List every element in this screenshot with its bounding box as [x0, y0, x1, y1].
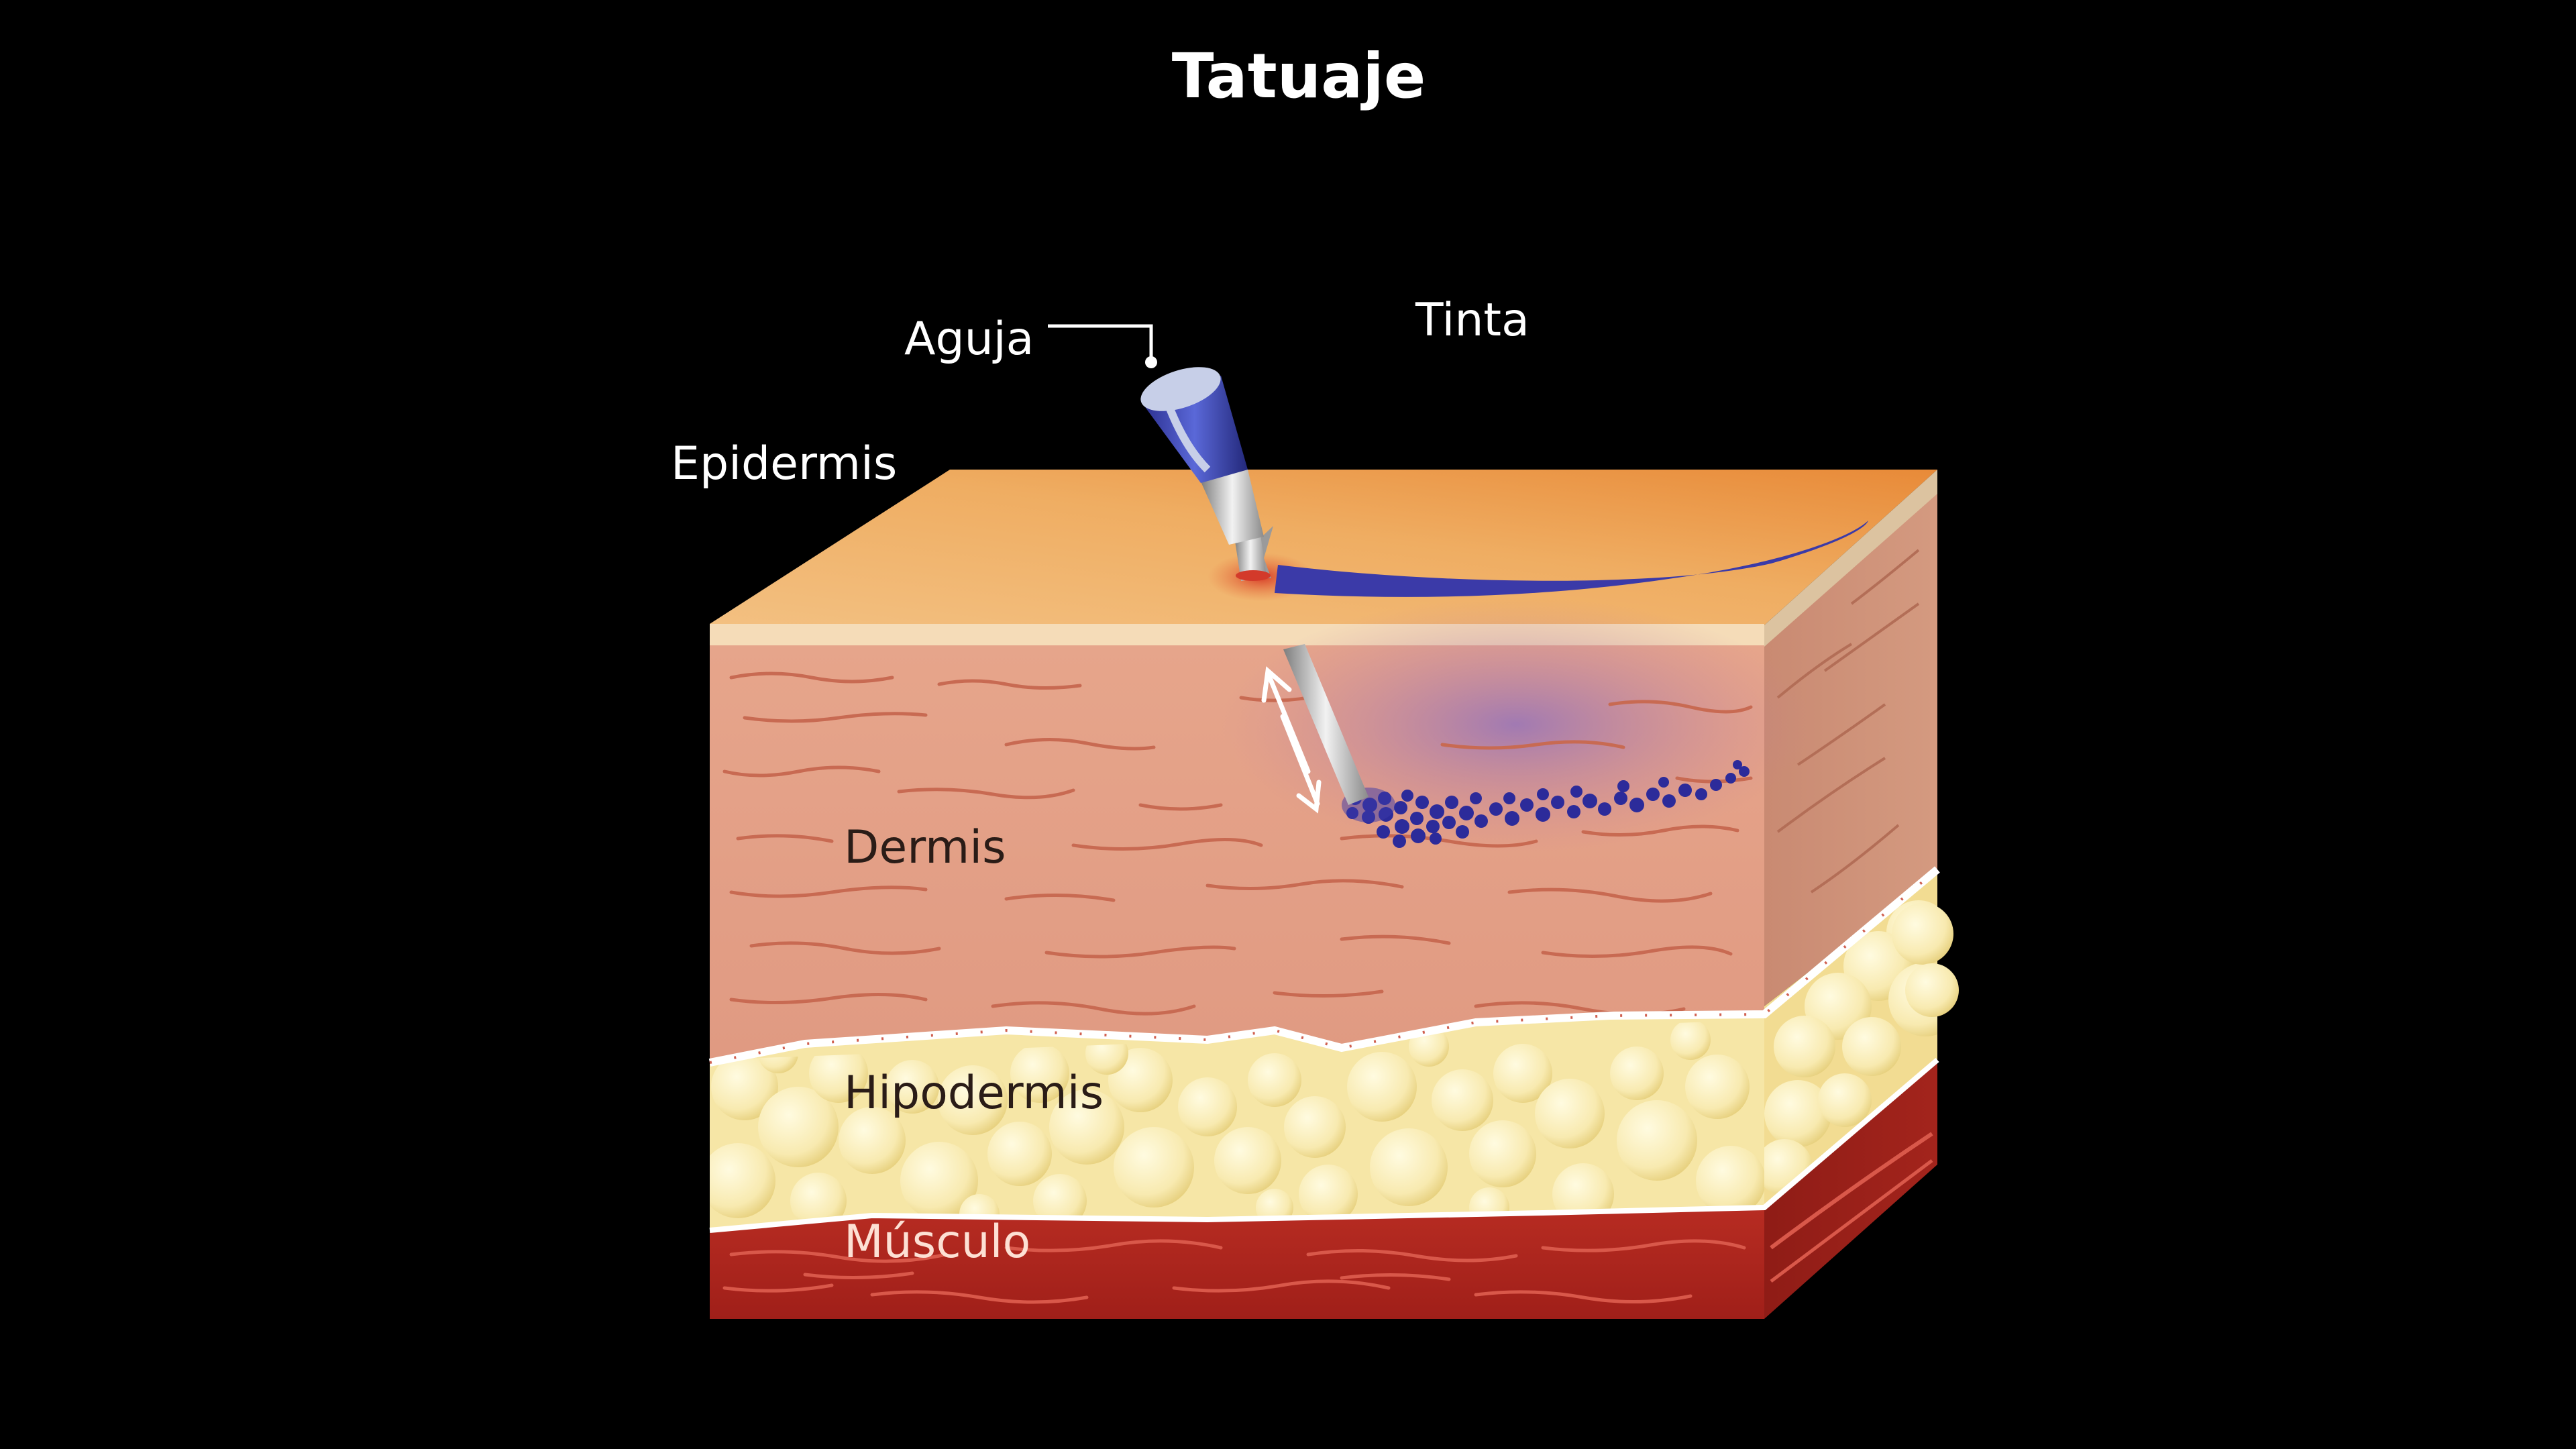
- ink-label: Tinta: [1415, 298, 1529, 343]
- diagram-title: Tatuaje: [0, 46, 2576, 107]
- needle-label: Aguja: [904, 317, 1034, 362]
- hypodermis-label: Hipodermis: [844, 1071, 1104, 1116]
- epidermis-label: Epidermis: [671, 441, 897, 487]
- dermis-label: Dermis: [844, 825, 1006, 871]
- epidermis-top-face: [710, 470, 1937, 625]
- needle-leader-line: [1048, 326, 1151, 360]
- muscle-label: Músculo: [844, 1220, 1030, 1265]
